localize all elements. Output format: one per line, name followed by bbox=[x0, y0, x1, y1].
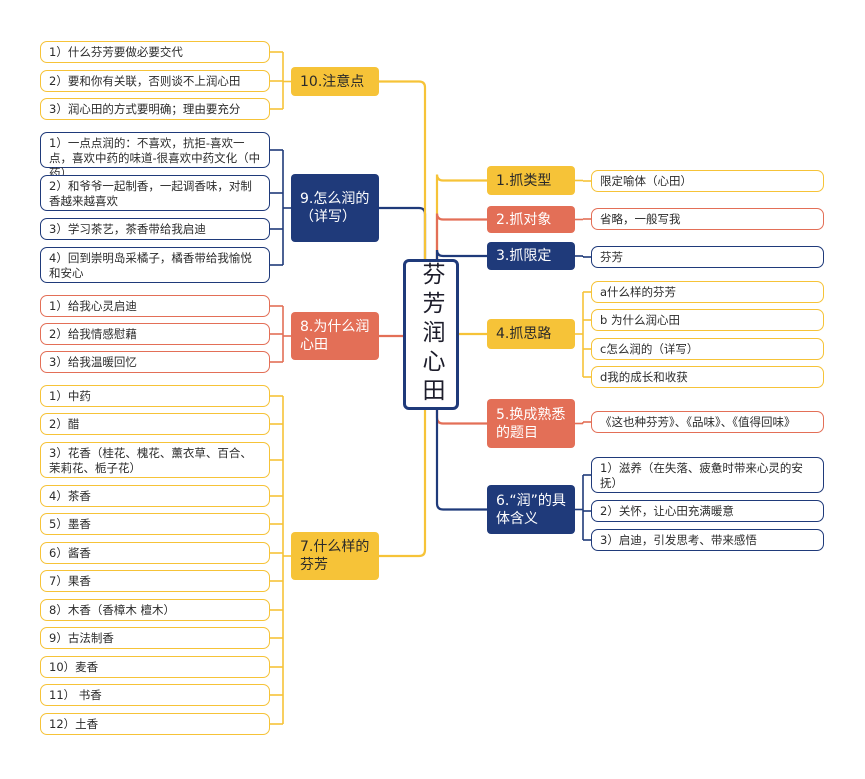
branch-4: 4.抓思路 bbox=[487, 319, 575, 349]
leaf-9-4: 4）回到崇明岛采橘子，橘香带给我愉悦和安心 bbox=[40, 247, 270, 283]
leaf-9-3: 3）学习茶艺，茶香带给我启迪 bbox=[40, 218, 270, 240]
leaf-7-12: 12）土香 bbox=[40, 713, 270, 735]
leaf-10-3: 3）润心田的方式要明确；理由要充分 bbox=[40, 98, 270, 120]
connector-branch-2 bbox=[435, 213, 487, 334]
leaf-7-1: 1）中药 bbox=[40, 385, 270, 407]
central-topic: 芬芳润心田 bbox=[403, 259, 459, 410]
leaf-7-6: 6）酱香 bbox=[40, 542, 270, 564]
leaf-7-9: 9）古法制香 bbox=[40, 627, 270, 649]
leaf-4-1: a什么样的芬芳 bbox=[591, 281, 824, 303]
leaf-6-2: 2）关怀，让心田充满暖意 bbox=[591, 500, 824, 522]
branch-3: 3.抓限定 bbox=[487, 242, 575, 270]
leaf-7-7: 7）果香 bbox=[40, 570, 270, 592]
branch-8: 8.为什么润心田 bbox=[291, 312, 379, 360]
branch-7: 7.什么样的芬芳 bbox=[291, 532, 379, 580]
leaf-10-1: 1）什么芬芳要做必要交代 bbox=[40, 41, 270, 63]
leaf-7-11: 11） 书香 bbox=[40, 684, 270, 706]
branch-5: 5.换成熟悉的题目 bbox=[487, 399, 575, 448]
connector-branch-10 bbox=[379, 80, 427, 334]
leaf-7-5: 5）墨香 bbox=[40, 513, 270, 535]
leaf-4-2: b 为什么润心田 bbox=[591, 309, 824, 331]
leaf-4-3: c怎么润的（详写） bbox=[591, 338, 824, 360]
branch-9: 9.怎么润的（详写） bbox=[291, 174, 379, 242]
leaf-7-2: 2）醋 bbox=[40, 413, 270, 435]
leaf-6-1: 1）滋养（在失落、疲惫时带来心灵的安抚） bbox=[591, 457, 824, 493]
leaf-7-4: 4）茶香 bbox=[40, 485, 270, 507]
leaf-9-2: 2）和爷爷一起制香，一起调香味，对制香越来越喜欢 bbox=[40, 175, 270, 211]
branch-6: 6.“润”的具体含义 bbox=[487, 485, 575, 534]
leaf-8-1: 1）给我心灵启迪 bbox=[40, 295, 270, 317]
leaf-2-1: 省略，一般写我 bbox=[591, 208, 824, 230]
leaf-4-4: d我的成长和收获 bbox=[591, 366, 824, 388]
leaf-10-2: 2）要和你有关联，否则谈不上润心田 bbox=[40, 70, 270, 92]
leaf-7-8: 8）木香（香樟木 檀木） bbox=[40, 599, 270, 621]
leaf-3-1: 芬芳 bbox=[591, 246, 824, 268]
branch-2: 2.抓对象 bbox=[487, 206, 575, 233]
leaf-8-2: 2）给我情感慰藉 bbox=[40, 323, 270, 345]
connector-branch-3 bbox=[435, 249, 487, 334]
leaf-8-3: 3）给我温暖回忆 bbox=[40, 351, 270, 373]
branch-1: 1.抓类型 bbox=[487, 166, 575, 195]
leaf-6-3: 3）启迪，引发思考、带来感悟 bbox=[591, 529, 824, 551]
leaf-1-1: 限定喻体（心田） bbox=[591, 170, 824, 192]
leaf-7-3: 3）花香（桂花、槐花、薰衣草、百合、茉莉花、栀子花） bbox=[40, 442, 270, 478]
connector-branch-1 bbox=[435, 174, 487, 334]
leaf-7-10: 10）麦香 bbox=[40, 656, 270, 678]
leaf-5-1: 《这也种芬芳》、《品味》、《值得回味》 bbox=[591, 411, 824, 433]
connector-branch-7 bbox=[379, 334, 427, 558]
leaf-9-1: 1）一点点润的：不喜欢，抗拒-喜欢一点，喜欢中药的味道-很喜欢中药文化（中药） bbox=[40, 132, 270, 180]
connector-branch-6 bbox=[435, 334, 487, 511]
branch-10: 10.注意点 bbox=[291, 67, 379, 96]
